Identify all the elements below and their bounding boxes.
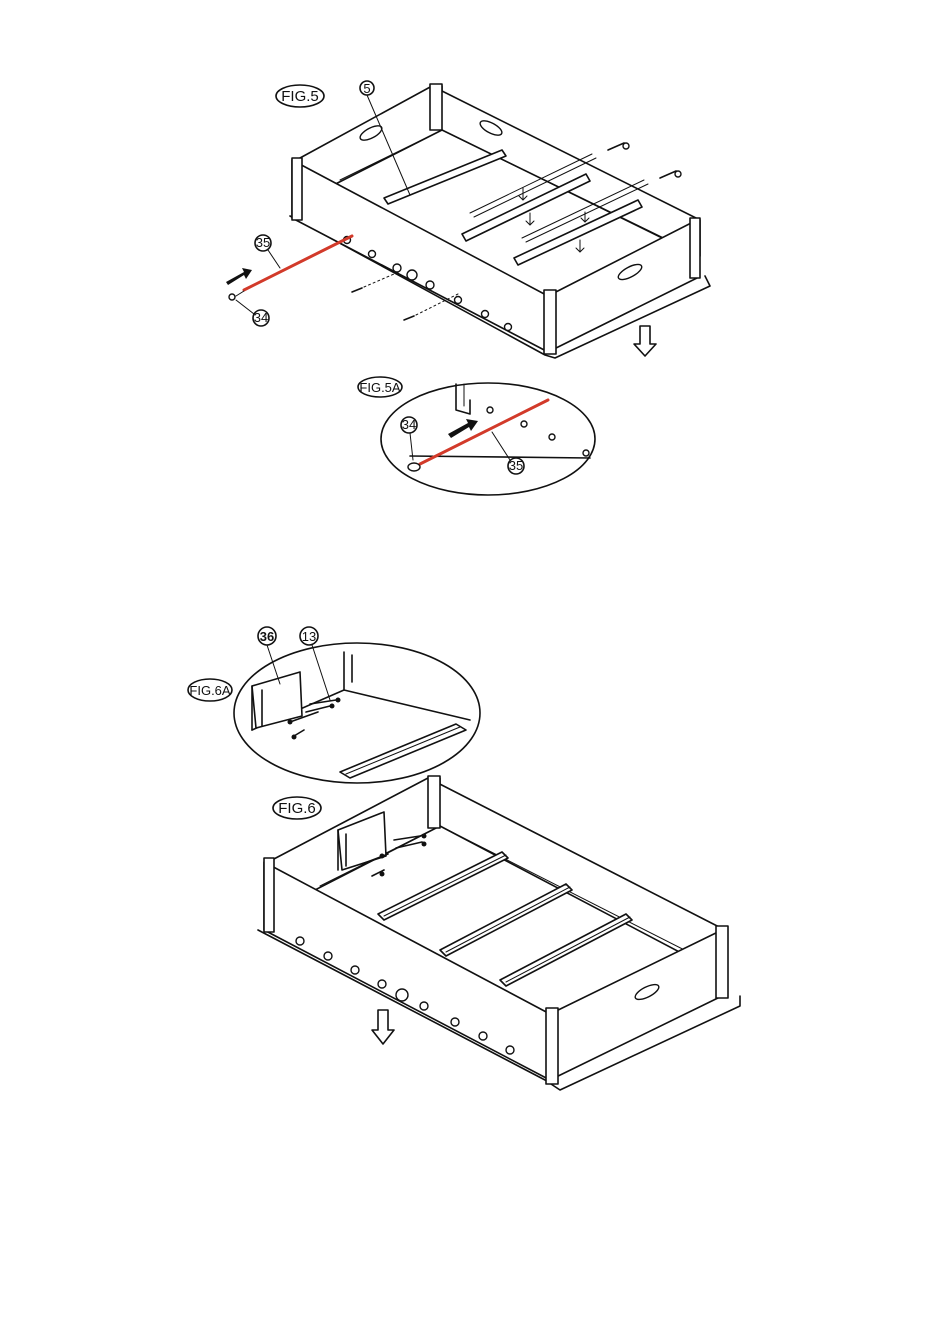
fig5a-title: FIG.5A: [359, 380, 401, 395]
fig5a-push-arrow: [448, 419, 478, 438]
fig5-down-arrow: [576, 240, 584, 252]
fig5-push-arrow: [226, 268, 252, 285]
fig5a-drawing: [408, 384, 590, 471]
fig5a-screw: [408, 463, 420, 471]
fig5-drawing: [226, 84, 710, 358]
fig5-title: FIG.5: [281, 88, 319, 105]
fig5-rod-end: [236, 291, 244, 296]
fig5-corner-post: [544, 290, 556, 354]
fig6-title: FIG.6: [278, 800, 316, 817]
fig5-down-arrow: [519, 188, 527, 200]
fig5-leader: [236, 300, 254, 314]
fig6a-title: FIG.6A: [189, 683, 231, 698]
fig5-label-screw: 34: [254, 310, 268, 325]
fig6-floor-arrow: [372, 1010, 394, 1044]
fig6a-drawing: [252, 652, 470, 778]
fig5a-detail-circle: [381, 383, 595, 495]
fig5-bolt: [608, 143, 624, 150]
fig5-corner-post: [430, 84, 442, 130]
fig6-near-end: [550, 930, 722, 1080]
fig5-bolt: [660, 171, 676, 178]
fig5-screw: [404, 316, 414, 320]
fig5-down-arrow: [581, 212, 589, 222]
fig6a-wall: [344, 652, 352, 690]
fig6a-label-block: 36: [260, 629, 274, 644]
fig5-label-rail: 5: [363, 81, 370, 96]
fig5-corner-post: [690, 218, 700, 278]
fig5-down-arrow: [526, 213, 534, 225]
fig5a-bracket: [456, 384, 470, 414]
fig5-label-rod: 35: [256, 235, 270, 250]
fig5-floor-arrow: [634, 326, 656, 356]
fig6-corner-post: [264, 858, 274, 932]
fig6-drawing: [258, 776, 740, 1090]
fig5a-rod-35: [420, 400, 548, 464]
fig6a-label-screws: 13: [302, 629, 316, 644]
fig5-leader: [268, 250, 280, 268]
fig5a-label-screw: 34: [402, 417, 416, 432]
fig6-corner-post: [716, 926, 728, 998]
fig5a-label-rod: 35: [509, 458, 523, 473]
fig6-corner-post: [428, 776, 440, 828]
fig5-screw: [352, 288, 362, 292]
fig6-corner-post: [546, 1008, 558, 1084]
fig5-corner-post: [292, 158, 302, 220]
